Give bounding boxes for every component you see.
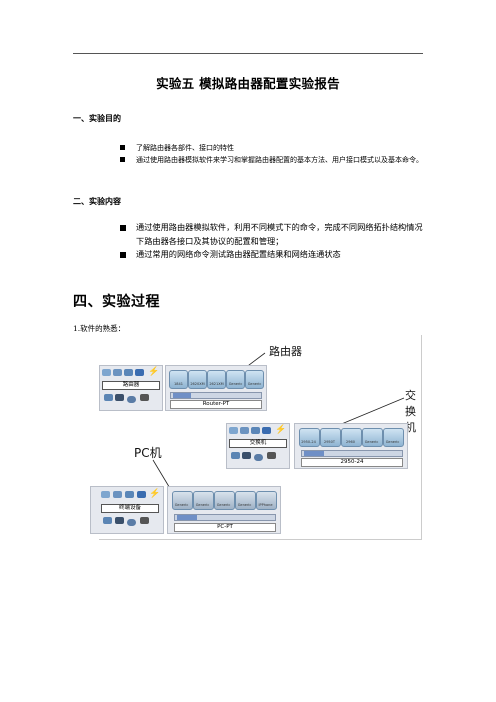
- device-category-panel: ⚡ 路由器: [99, 365, 163, 411]
- list-item: 通过使用路由器模拟软件来学习和掌握路由器配置的基本方法、用户接口模式以及基本命令…: [120, 154, 430, 166]
- end-device-icon[interactable]: [104, 394, 113, 401]
- device-tile[interactable]: Generic: [226, 370, 245, 389]
- device-category-panel: ⚡ 终端设备: [90, 486, 164, 534]
- wan-icon[interactable]: [140, 517, 149, 524]
- server-icon[interactable]: [242, 452, 251, 459]
- hub-category-icon[interactable]: [125, 491, 134, 498]
- cloud-icon[interactable]: [127, 519, 136, 526]
- scrollbar[interactable]: [170, 392, 262, 399]
- header-rule: [73, 53, 423, 54]
- process-step-label: 1.软件的熟悉：: [73, 324, 126, 333]
- device-category-panel: ⚡ 交换机: [226, 423, 290, 469]
- connection-icon[interactable]: ⚡: [275, 425, 287, 435]
- server-icon[interactable]: [115, 517, 124, 524]
- section-heading-content: 二、实验内容: [73, 197, 121, 206]
- bullet-icon: [120, 252, 126, 258]
- software-screenshot: 路由器 交换机 PC机 ⚡ 路由器 1841 2620XM 2621XM Gen…: [90, 335, 422, 540]
- device-tile[interactable]: Generic: [245, 370, 264, 389]
- device-tile[interactable]: Generic: [383, 428, 404, 447]
- device-tile[interactable]: 2950-24: [299, 428, 320, 447]
- router-category-icon[interactable]: [229, 427, 238, 434]
- switch-category-icon[interactable]: [240, 427, 249, 434]
- device-tile[interactable]: Generic: [193, 491, 214, 510]
- switch-category-icon[interactable]: [113, 491, 122, 498]
- device-tile[interactable]: Generic: [362, 428, 383, 447]
- bullet-icon: [120, 145, 125, 150]
- wireless-category-icon[interactable]: [135, 369, 144, 376]
- device-tile[interactable]: Generic: [235, 491, 256, 510]
- device-tile[interactable]: 2620XM: [188, 370, 207, 389]
- device-tile[interactable]: 1841: [169, 370, 188, 389]
- wireless-category-icon[interactable]: [262, 427, 271, 434]
- wan-icon[interactable]: [267, 452, 276, 459]
- connection-icon[interactable]: ⚡: [148, 367, 160, 377]
- device-list-panel: 1841 2620XM 2621XM Generic Generic Route…: [165, 365, 267, 411]
- hub-category-icon[interactable]: [124, 369, 133, 376]
- purpose-list: 了解路由器各部件、接口的特性 通过使用路由器模拟软件来学习和掌握路由器配置的基本…: [120, 142, 430, 166]
- server-icon[interactable]: [115, 394, 124, 401]
- section-heading-purpose: 一、实验目的: [73, 114, 121, 123]
- list-item: 了解路由器各部件、接口的特性: [120, 142, 430, 154]
- scrollbar[interactable]: [301, 450, 403, 457]
- bullet-icon: [120, 157, 125, 162]
- device-model-label: PC-PT: [174, 523, 276, 532]
- device-list-panel: 2950-24 2950T 2960 Generic Generic 2950-…: [294, 423, 408, 469]
- page-title: 实验五 模拟路由器配置实验报告: [156, 76, 340, 91]
- cloud-icon[interactable]: [127, 396, 136, 403]
- list-item: 通过使用路由器模拟软件，利用不同模式下的命令，完成不同网络拓扑结构情况下路由器各…: [120, 221, 430, 248]
- connection-icon[interactable]: ⚡: [149, 489, 161, 499]
- category-label: 路由器: [102, 381, 160, 390]
- section-heading-process: 四、实验过程: [73, 294, 160, 310]
- end-device-icon[interactable]: [231, 452, 240, 459]
- switch-category-icon[interactable]: [113, 369, 122, 376]
- device-tile[interactable]: 2960: [341, 428, 362, 447]
- router-category-icon[interactable]: [101, 491, 110, 498]
- device-list-panel: Generic Generic Generic Generic IPPhone …: [167, 486, 281, 534]
- device-tile[interactable]: 2621XM: [207, 370, 226, 389]
- bullet-icon: [120, 225, 126, 231]
- list-item: 通过常用的网络命令测试路由器配置结果和网络连通状态: [120, 248, 430, 262]
- hub-category-icon[interactable]: [251, 427, 260, 434]
- router-category-icon[interactable]: [102, 369, 111, 376]
- callout-switch: 交换机: [405, 389, 416, 434]
- wan-icon[interactable]: [140, 394, 149, 401]
- wireless-category-icon[interactable]: [137, 491, 146, 498]
- device-tile[interactable]: Generic: [172, 491, 193, 510]
- device-tile[interactable]: Generic: [214, 491, 235, 510]
- category-label: 交换机: [229, 439, 287, 448]
- scrollbar[interactable]: [174, 514, 276, 521]
- cloud-icon[interactable]: [254, 454, 263, 461]
- callout-router: 路由器: [269, 345, 302, 358]
- device-tile[interactable]: 2950T: [320, 428, 341, 447]
- device-model-label: Router-PT: [170, 400, 262, 409]
- device-model-label: 2950-24: [301, 458, 403, 467]
- end-device-icon[interactable]: [103, 517, 112, 524]
- category-label: 终端设备: [101, 504, 159, 513]
- callout-pc: PC机: [134, 446, 162, 460]
- device-tile[interactable]: IPPhone: [256, 491, 277, 510]
- content-list: 通过使用路由器模拟软件，利用不同模式下的命令，完成不同网络拓扑结构情况下路由器各…: [120, 221, 430, 262]
